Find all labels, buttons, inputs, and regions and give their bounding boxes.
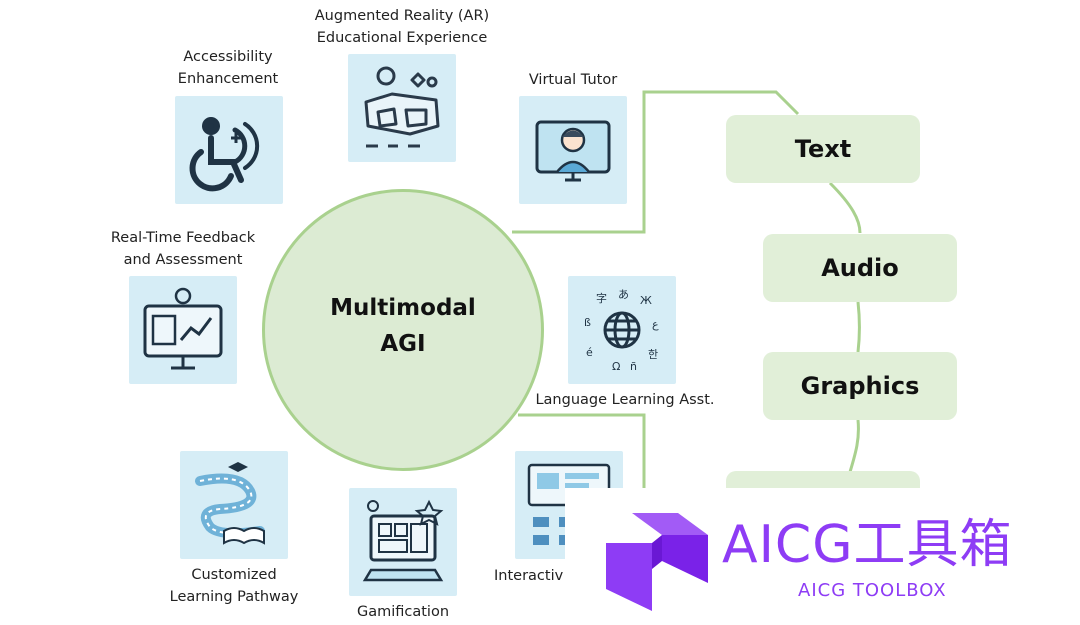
watermark-title: AICG工具箱: [722, 515, 1013, 575]
feature-label-language: Language Learning Asst.: [535, 392, 715, 408]
pathway-icon: [195, 462, 265, 545]
feature-label-interactive: Interactiv: [494, 568, 564, 584]
svg-text:é: é: [586, 346, 593, 359]
feature-tile-feedback: [129, 276, 237, 384]
watermark-subtitle: AICG TOOLBOX: [798, 580, 947, 601]
svg-text:ع: ع: [652, 318, 659, 331]
hub-title: Multimodal AGI: [262, 290, 544, 362]
game-computer-icon: [362, 499, 444, 582]
svg-text:Ω: Ω: [612, 360, 620, 373]
aicg-logo-icon: [606, 513, 708, 611]
modality-text: Text: [726, 115, 920, 183]
feature-label-virtual-tutor: Virtual Tutor: [528, 72, 618, 88]
svg-text:한: 한: [648, 348, 658, 361]
feature-label-feedback: Real-Time Feedback and Assessment: [110, 230, 256, 268]
connector-to-modalities-lower: [518, 413, 646, 490]
connector-to-modalities-upper: [512, 90, 800, 234]
feature-label-gamification: Gamification: [356, 604, 450, 620]
connector-modality-chain: [828, 181, 862, 473]
svg-text:字: 字: [596, 291, 607, 305]
feature-label-accessibility: Accessibility Enhancement: [177, 49, 279, 87]
modality-audio: Audio: [763, 234, 957, 302]
feature-label-ar: Augmented Reality (AR) Educational Exper…: [314, 8, 490, 46]
svg-text:Ж: Ж: [640, 294, 652, 307]
vr-headset-icon: [364, 66, 440, 148]
feature-tile-accessibility: [175, 96, 283, 204]
modality-graphics: Graphics: [763, 352, 957, 420]
feature-tile-gamification: [349, 488, 457, 596]
dashboard-monitor-icon: [143, 287, 223, 370]
svg-text:ñ: ñ: [630, 360, 637, 373]
feature-label-pathway: Customized Learning Pathway: [169, 567, 299, 605]
hub-circle: [262, 189, 544, 471]
feature-tile-ar: [348, 54, 456, 162]
svg-text:ß: ß: [584, 316, 591, 329]
hub-title-line2: AGI: [380, 331, 426, 357]
feature-tile-virtual-tutor: [519, 96, 627, 204]
wheelchair-icon: [189, 117, 260, 192]
feature-tile-pathway: [180, 451, 288, 559]
hub-title-line1: Multimodal: [330, 295, 476, 321]
tutor-screen-icon: [535, 120, 611, 182]
svg-text:あ: あ: [618, 288, 629, 301]
